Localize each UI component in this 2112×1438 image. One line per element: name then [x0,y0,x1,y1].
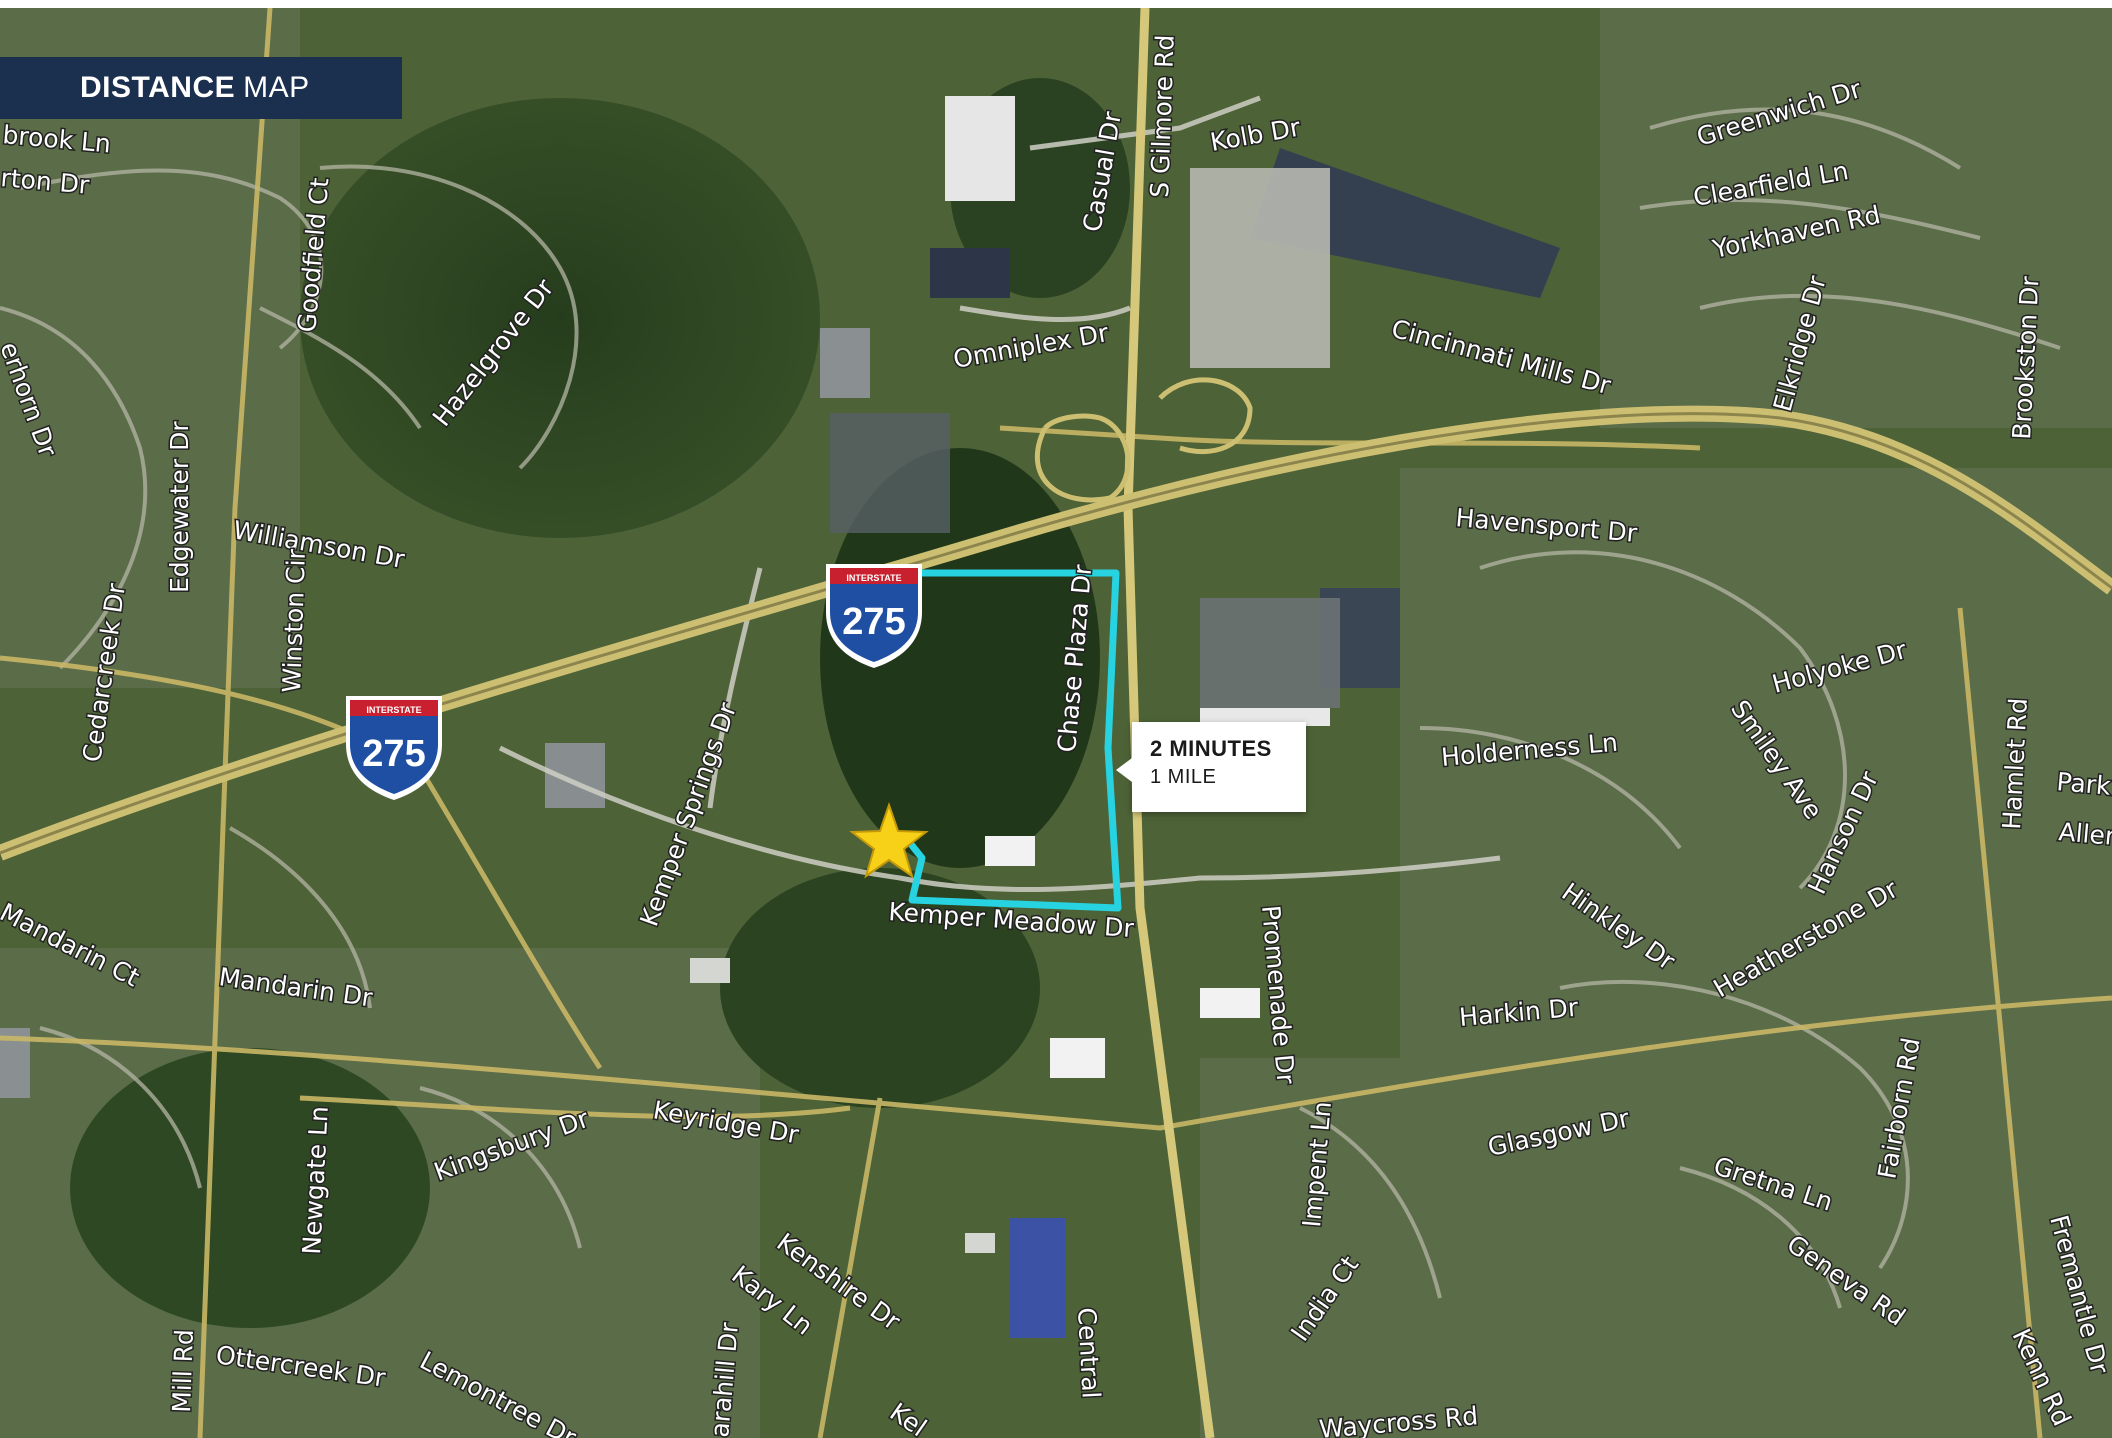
title-light: MAP [243,71,310,104]
title-bold: DISTANCE [80,71,236,104]
shield-top-label: INTERSTATE [846,573,901,583]
shield-top-label: INTERSTATE [366,705,421,715]
distance-label: 1 MILE [1150,766,1217,788]
interstate-shield: INTERSTATE 275 [346,696,442,800]
shield-number: 275 [362,733,425,775]
street-label: Aller [2057,817,2112,851]
gilmore-road [1123,8,1215,1438]
drive-time-label: 2 MINUTES [1150,736,1272,761]
shield-number: 275 [842,601,905,643]
street-label: S Gilmore Rd [1145,34,1180,198]
forest-areas [70,78,1130,1328]
map-title-banner: DISTANCE MAP [0,57,402,119]
street-label: Central [1072,1307,1106,1399]
property-star-marker[interactable] [849,801,929,879]
street-label: Mill Rd [167,1329,199,1414]
local-roads [498,95,1501,893]
aerial-map[interactable]: brook Ln rton Dr Goodfield Ct Hazelgrove… [0,8,2112,1438]
drive-route-line [903,569,1122,912]
residential-streets [0,107,2061,1309]
interstate-shield: INTERSTATE 275 [826,564,922,668]
street-label: Edgewater Dr [165,421,194,593]
street-label: Winston Cir [277,548,311,693]
drive-time-callout: 2 MINUTES 1 MILE [1116,722,1306,812]
street-label: Hamlet Rd [1997,697,2033,830]
street-label: Park [2055,767,2112,801]
